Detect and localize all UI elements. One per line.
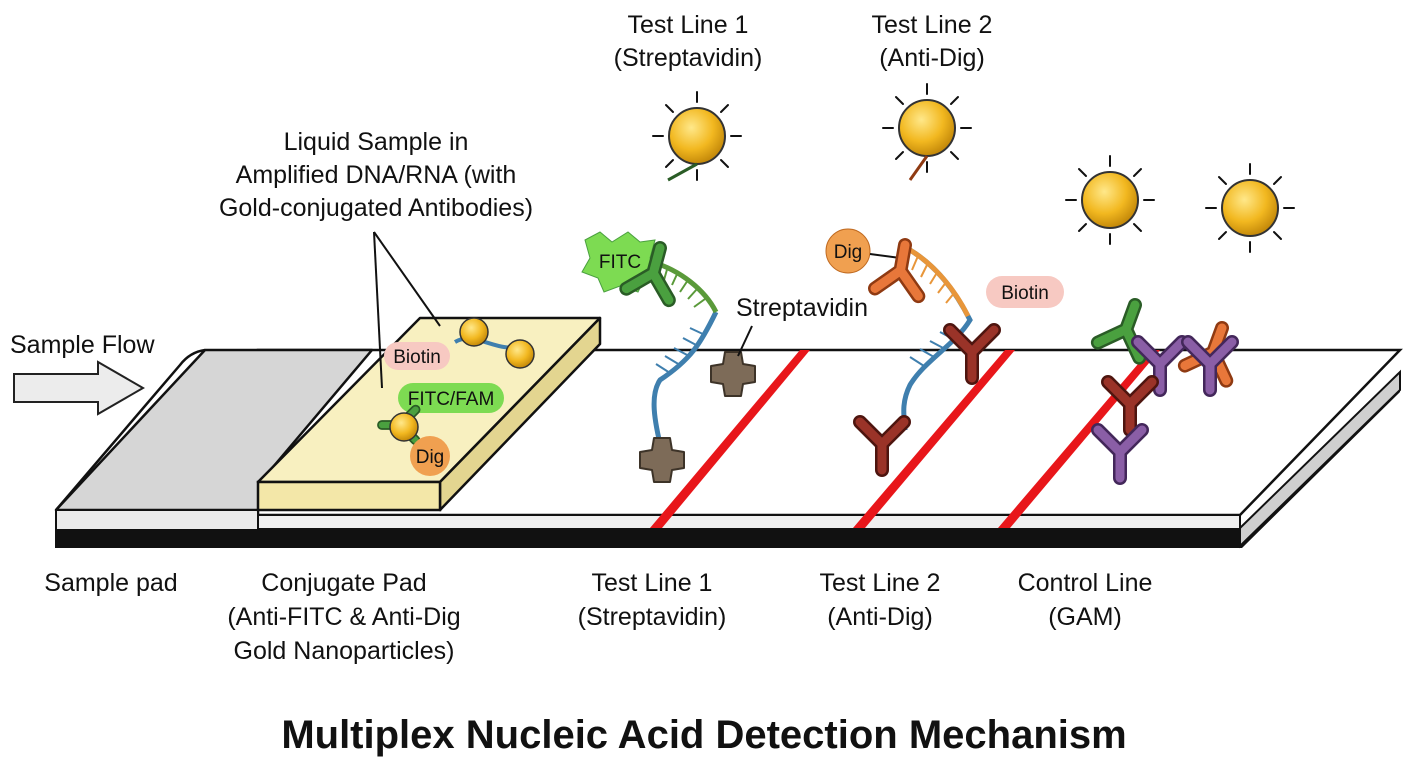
pad-biotin-tag: Biotin xyxy=(393,347,441,368)
sample-pad xyxy=(54,348,374,531)
test-line-1-complex: FITC Streptavidin xyxy=(581,91,868,483)
label-sample-pad: Sample pad xyxy=(44,569,177,597)
top-label-test-line-2-title: Test Line 2 xyxy=(872,11,993,39)
page-title: Multiplex Nucleic Acid Detection Mechani… xyxy=(281,713,1126,757)
top-label-test-line-1-title: Test Line 1 xyxy=(628,11,749,39)
callout-line-2: Amplified DNA/RNA (with xyxy=(236,161,517,189)
sample-callout: Liquid Sample in Amplified DNA/RNA (with… xyxy=(219,128,533,389)
label-conjugate-pad-3: Gold Nanoparticles) xyxy=(234,637,455,665)
top-label-test-line-1-sub: (Streptavidin) xyxy=(614,44,763,72)
pad-fitc-tag: FITC/FAM xyxy=(408,389,495,410)
label-control-line-title: Control Line xyxy=(1018,569,1153,597)
fitc-tag: FITC xyxy=(599,252,641,273)
label-conjugate-pad-2: (Anti-FITC & Anti-Dig xyxy=(227,603,460,631)
label-test-line-1-title: Test Line 1 xyxy=(592,569,713,597)
callout-line-1: Liquid Sample in xyxy=(284,128,469,156)
label-test-line-2-title: Test Line 2 xyxy=(820,569,941,597)
pad-dig-tag: Dig xyxy=(416,447,445,468)
label-test-line-1-sub: (Streptavidin) xyxy=(578,603,727,631)
conjugate-pad-contents: Biotin FITC/FAM Dig xyxy=(382,317,535,476)
label-conjugate-pad-1: Conjugate Pad xyxy=(261,569,426,597)
callout-line-3: Gold-conjugated Antibodies) xyxy=(219,194,533,222)
dig-tag: Dig xyxy=(834,242,863,263)
sample-flow-label: Sample Flow xyxy=(10,331,155,359)
streptavidin-tag: Streptavidin xyxy=(736,294,868,322)
test-line-2 xyxy=(853,350,1015,528)
label-control-line-sub: (GAM) xyxy=(1048,603,1122,631)
sample-flow-arrow-icon xyxy=(13,360,145,416)
test-line-1 xyxy=(650,350,810,528)
top-label-test-line-2-sub: (Anti-Dig) xyxy=(879,44,985,72)
label-test-line-2-sub: (Anti-Dig) xyxy=(827,603,933,631)
test-line-2-complex: Dig Biotin xyxy=(825,83,1064,470)
biotin-tag: Biotin xyxy=(1001,283,1049,304)
